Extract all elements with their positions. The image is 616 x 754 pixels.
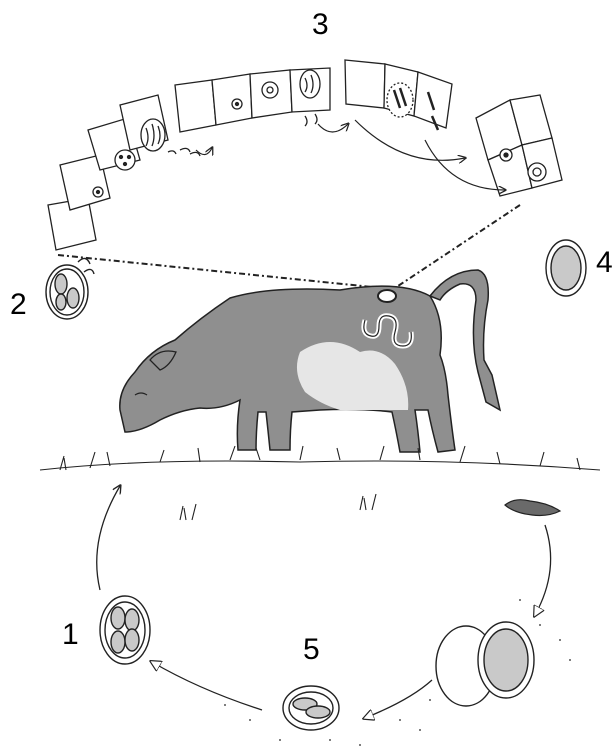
stage-label-4: 4	[596, 248, 613, 278]
epithelium-arrows	[196, 120, 505, 190]
stage-label-2: 2	[10, 290, 27, 320]
dung-icon	[505, 500, 560, 516]
stage-label-1: 1	[62, 620, 79, 650]
intestinal-epithelium-arc	[48, 60, 562, 250]
stage-label-3: 3	[312, 10, 329, 40]
stage-label-5: 5	[303, 635, 320, 665]
sporulated-oocyst-stage-1	[100, 596, 150, 664]
sporulating-oocysts	[283, 622, 534, 730]
oocyst-excysting-stage-2	[46, 258, 94, 319]
calf-illustration	[120, 270, 500, 452]
unsporulated-oocyst-stage-4	[546, 240, 586, 296]
calf-body	[120, 286, 455, 452]
